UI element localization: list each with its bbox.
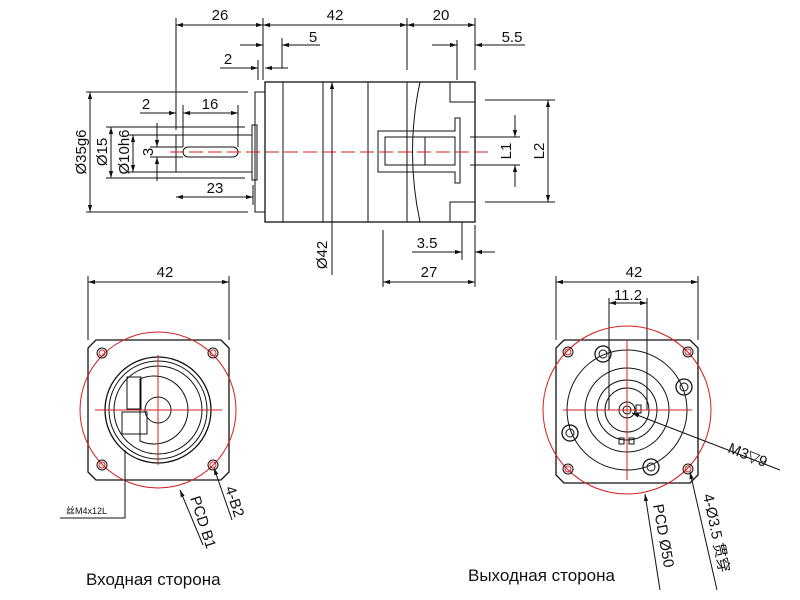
dim-2-shaft: 2 [142,96,150,113]
dim-16: 16 [202,96,219,113]
dim-d35g6: Ø35g6 [73,129,90,174]
dim-26: 26 [212,7,229,24]
dim-5-5: 5.5 [502,29,523,46]
pcd-50-circle [542,325,712,495]
dim-3: 3 [140,148,157,156]
dim-20: 20 [433,7,450,24]
dim-d42: Ø42 [314,241,331,269]
pcd-b1-circle [79,331,237,489]
input-width-dim: 42 [157,264,174,281]
mount-holes [96,347,219,471]
output-side-caption: Выходная сторона [468,566,615,585]
pcd-b1-label: PCD B1 [186,494,219,551]
bolt-holes [561,345,693,476]
dim-L2: L2 [531,143,548,160]
output-flange [555,339,699,484]
dim-27: 27 [421,264,438,281]
mount-holes [562,346,694,475]
output-side-view: 42 11.2 M3▽9 PCD Ø50 4-Ø3.5 贯穿 [468,264,781,591]
input-flange [87,339,230,481]
output-width-dim: 42 [626,264,643,281]
dim-23: 23 [207,180,224,197]
dim-L1: L1 [498,143,515,160]
gearbox-body [175,81,476,223]
holes-b2-label: 4-B2 [221,484,247,519]
dim-2-top: 2 [224,51,232,68]
side-view: 26 42 20 5 2 5.5 Ø35g6 [73,7,555,287]
dim-d10h6: Ø10h6 [116,129,133,174]
dim-42-length: 42 [327,7,344,24]
dim-5: 5 [309,29,317,46]
m3-thread-label: M3▽9 [726,440,770,471]
dim-d15: Ø15 [94,138,111,166]
input-side-view: 42 丝M4x12L PCD B1 4-B2 Входная сторона [60,264,247,589]
dim-3-5: 3.5 [417,235,438,252]
pcd-50-label: PCD Ø50 [649,503,677,569]
inner-11-2-dim: 11.2 [614,287,642,304]
screw-note: 丝M4x12L [66,505,107,516]
input-side-caption: Входная сторона [86,570,221,589]
